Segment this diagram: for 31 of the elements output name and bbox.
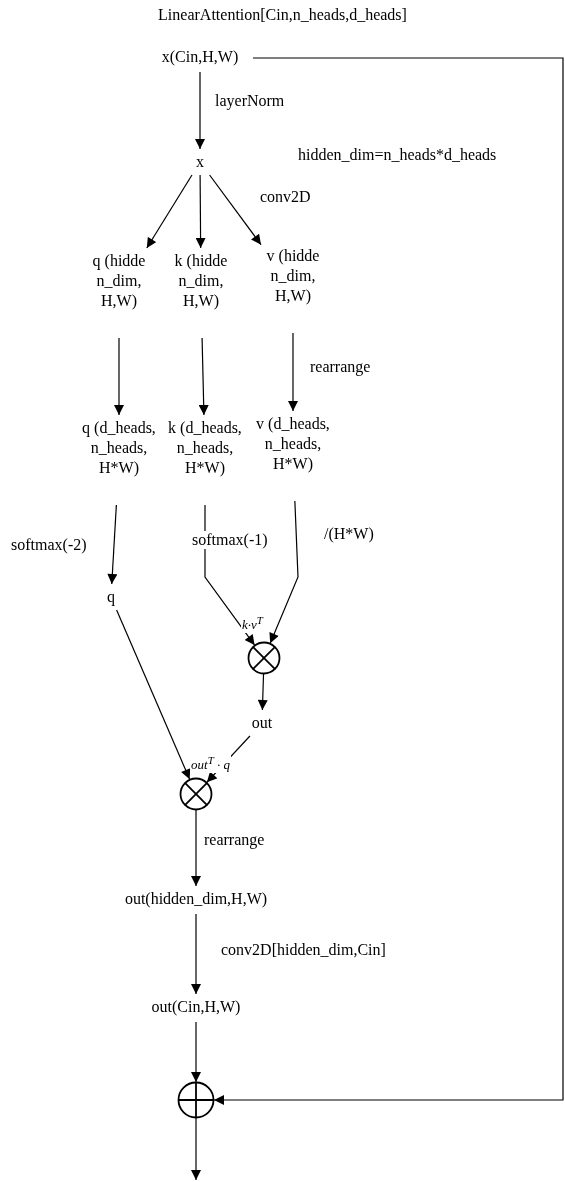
edge-label: softmax(-2) xyxy=(10,536,88,554)
arrow xyxy=(191,913,201,995)
arrow xyxy=(191,1117,201,1181)
edge-label: /(H*W) xyxy=(323,525,375,543)
edge-label: softmax(-1) xyxy=(191,531,269,549)
arrow xyxy=(198,337,209,416)
edge-label: rearrange xyxy=(203,831,266,849)
arrow xyxy=(257,673,268,711)
edge-label: conv2D xyxy=(259,188,312,206)
arrow xyxy=(114,337,124,416)
arrow xyxy=(288,332,298,412)
arrow xyxy=(195,174,206,249)
arrow xyxy=(191,809,201,887)
arrow xyxy=(204,504,256,646)
edge-label: rearrange xyxy=(309,358,372,376)
arrow xyxy=(269,500,299,644)
tensor-label: v (hidde n_dim, H,W) xyxy=(264,246,322,306)
arrow xyxy=(116,609,191,780)
arrow xyxy=(209,174,262,246)
note-text: hidden_dim=n_heads*d_heads xyxy=(298,146,497,164)
arrow xyxy=(195,71,205,150)
edge-label: layerNorm xyxy=(214,92,286,110)
tensor-label: q (hidde n_dim, H,W) xyxy=(90,251,148,311)
formula-label: out$^{T}$ · q xyxy=(190,752,231,774)
arrow xyxy=(191,1021,201,1083)
arrow xyxy=(107,504,118,585)
diagram-title: LinearAttention[Cin,n_heads,d_heads] xyxy=(157,6,408,24)
arrow xyxy=(146,174,193,249)
arrow xyxy=(213,57,564,1105)
edge-label: conv2D[hidden_dim,Cin] xyxy=(220,941,387,959)
tensor-label: k (hidde n_dim, H,W) xyxy=(172,251,230,311)
